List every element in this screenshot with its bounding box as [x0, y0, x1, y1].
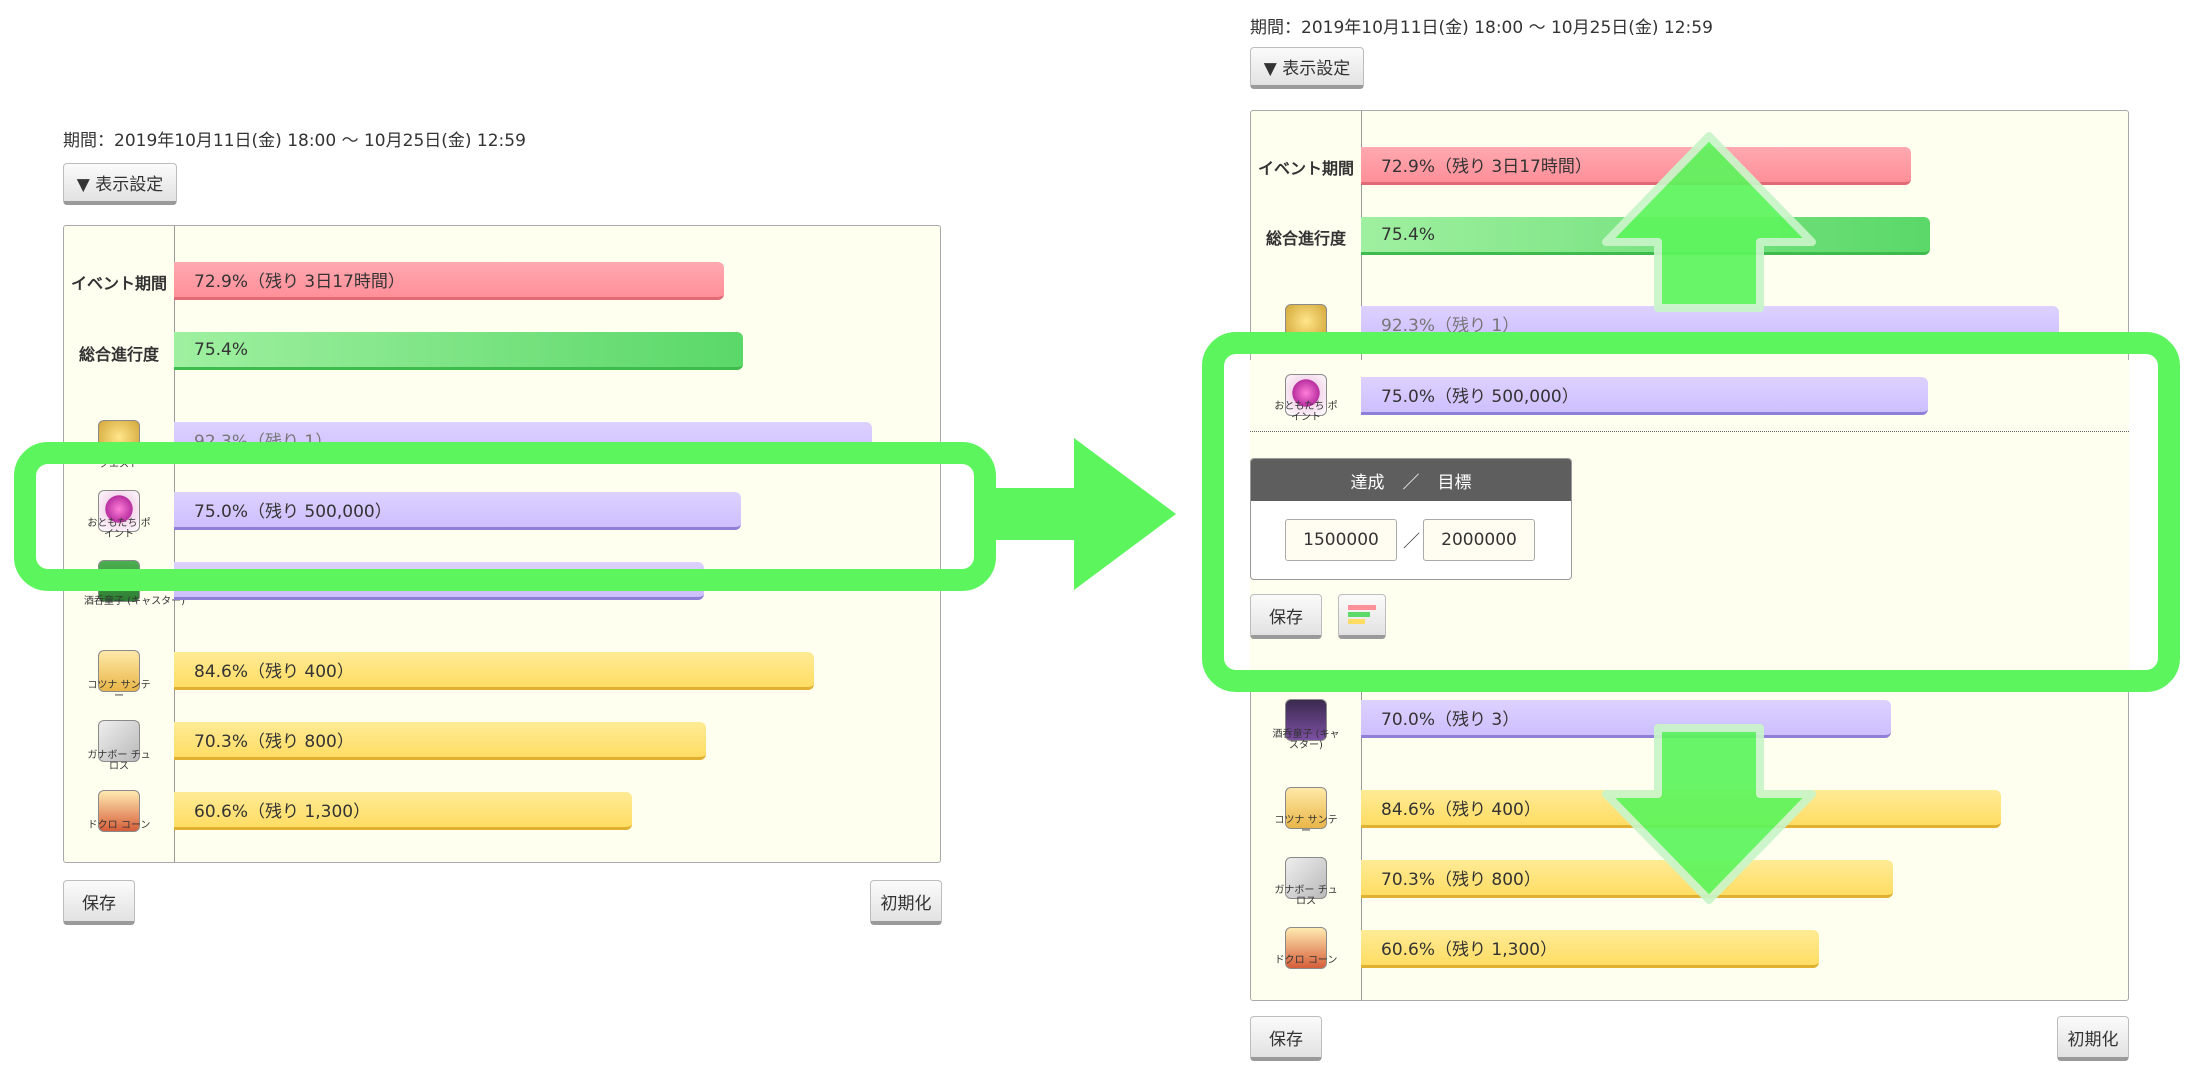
- icon-caption-points: おともたち ポイント: [87, 518, 151, 540]
- icon-caption-caster: 酒呑童子 (キャスター): [84, 596, 185, 607]
- display-settings-button[interactable]: ▼ 表示設定: [63, 163, 177, 205]
- period-text: 期間：2019年10月11日(金) 18:00 ～ 10月25日(金) 12:5…: [63, 131, 526, 151]
- bar-popcorn-right: 60.6%（残り 1,300）: [1361, 930, 1819, 968]
- icon-caption-cochinita-right: コツナ サンテー: [1274, 815, 1338, 837]
- period-text-right: 期間：2019年10月11日(金) 18:00 ～ 10月25日(金) 12:5…: [1250, 18, 1713, 38]
- move-up-arrow-icon[interactable]: [1598, 130, 1820, 315]
- bar-cochinita-text-right: 84.6%（残り 400）: [1381, 800, 1541, 820]
- goal-input[interactable]: 2000000: [1423, 519, 1535, 561]
- save-row-button[interactable]: 保存: [1250, 594, 1322, 639]
- bar-popcorn: 60.6%（残り 1,300）: [174, 792, 632, 830]
- value-separator: ／: [1403, 532, 1420, 552]
- popcorn-icon: [98, 790, 140, 832]
- row-label-total: 総合進行度: [78, 345, 159, 364]
- save-button[interactable]: 保存: [63, 880, 135, 925]
- bar-event-text-right: 72.9%（残り 3日17時間）: [1381, 157, 1592, 177]
- servant-icon-right: [1285, 699, 1327, 741]
- food-icon: [98, 650, 140, 692]
- reset-button[interactable]: 初期化: [870, 880, 942, 925]
- bar-points[interactable]: 75.0%（残り 500,000）: [174, 492, 741, 530]
- edit-form-header: 達成 ／ 目標: [1251, 459, 1571, 501]
- pink-orb-icon-right[interactable]: [1285, 374, 1327, 416]
- color-bars-icon: [1348, 605, 1376, 624]
- display-settings-button-right[interactable]: ▼ 表示設定: [1250, 47, 1364, 89]
- bar-cochinita: 84.6%（残り 400）: [174, 652, 814, 690]
- bar-caster-right: 70.0%（残り 3）: [1361, 700, 1891, 738]
- bar-color-button[interactable]: [1338, 594, 1386, 639]
- icon-caption-churros: ガナボー チュロス: [87, 750, 151, 772]
- bar-churros-text-right: 70.3%（残り 800）: [1381, 870, 1541, 890]
- header-goal: 目標: [1437, 472, 1472, 493]
- bar-event: 72.9%（残り 3日17時間）: [174, 262, 724, 300]
- icon-caption-churros-right: ガナボー チュロス: [1274, 885, 1338, 907]
- bar-popcorn-text-right: 60.6%（残り 1,300）: [1381, 940, 1558, 960]
- highlight-box-points: [14, 442, 996, 591]
- achieved-input[interactable]: 1500000: [1285, 519, 1397, 561]
- header-separator: ／: [1402, 472, 1420, 493]
- row-label-total-right: 総合進行度: [1265, 229, 1346, 248]
- bar-caster-text-right: 70.0%（残り 3）: [1381, 710, 1520, 730]
- row-label-event-right: イベント期間: [1257, 159, 1354, 178]
- popcorn-icon-right: [1285, 927, 1327, 969]
- icon-caption-points-right: おともたち ポイント: [1274, 401, 1338, 423]
- food-icon-right: [1285, 787, 1327, 829]
- bar-churros-right: 70.3%（残り 800）: [1361, 860, 1893, 898]
- bar-churros-text: 70.3%（残り 800）: [194, 732, 354, 752]
- arrow-right-icon: [990, 438, 1176, 590]
- icon-caption-cochinita: コツナ サンテー: [87, 680, 151, 702]
- bar-total-text: 75.4%: [194, 339, 249, 360]
- bar-quest-text-right: 92.3%（残り 1）: [1381, 316, 1520, 336]
- header-achieved: 達成: [1350, 472, 1385, 493]
- bar-popcorn-text: 60.6%（残り 1,300）: [194, 802, 371, 822]
- bar-total-text-right: 75.4%: [1381, 224, 1436, 245]
- churros-icon-right: [1285, 857, 1327, 899]
- bar-total: 75.4%: [174, 332, 743, 370]
- churros-icon: [98, 720, 140, 762]
- bar-event-text: 72.9%（残り 3日17時間）: [194, 272, 405, 292]
- bar-churros: 70.3%（残り 800）: [174, 722, 706, 760]
- move-down-arrow-icon[interactable]: [1598, 722, 1820, 907]
- bar-points-text: 75.0%（残り 500,000）: [194, 502, 392, 522]
- icon-caption-caster-right: 酒呑童子 (キャスター): [1272, 729, 1340, 751]
- save-button-right[interactable]: 保存: [1250, 1016, 1322, 1061]
- icon-caption-popcorn: ドクロ コーン: [87, 820, 151, 831]
- bar-event-right: 72.9%（残り 3日17時間）: [1361, 147, 1911, 185]
- bar-points-right[interactable]: 75.0%（残り 500,000）: [1361, 377, 1928, 415]
- panel-separator: [174, 226, 175, 862]
- edit-form: 達成 ／ 目標 1500000 ／ 2000000: [1250, 458, 1572, 580]
- pink-orb-icon[interactable]: [98, 490, 140, 532]
- highlight-box-expanded: [1202, 332, 2180, 692]
- expanded-divider-top: [1250, 431, 2129, 432]
- bar-points-text-right: 75.0%（残り 500,000）: [1381, 387, 1579, 407]
- reset-button-right[interactable]: 初期化: [2057, 1016, 2129, 1061]
- icon-caption-popcorn-right: ドクロ コーン: [1274, 955, 1338, 966]
- bar-cochinita-text: 84.6%（残り 400）: [194, 662, 354, 682]
- row-label-event: イベント期間: [70, 274, 167, 293]
- icon-caption-quest: クエスト: [99, 459, 139, 470]
